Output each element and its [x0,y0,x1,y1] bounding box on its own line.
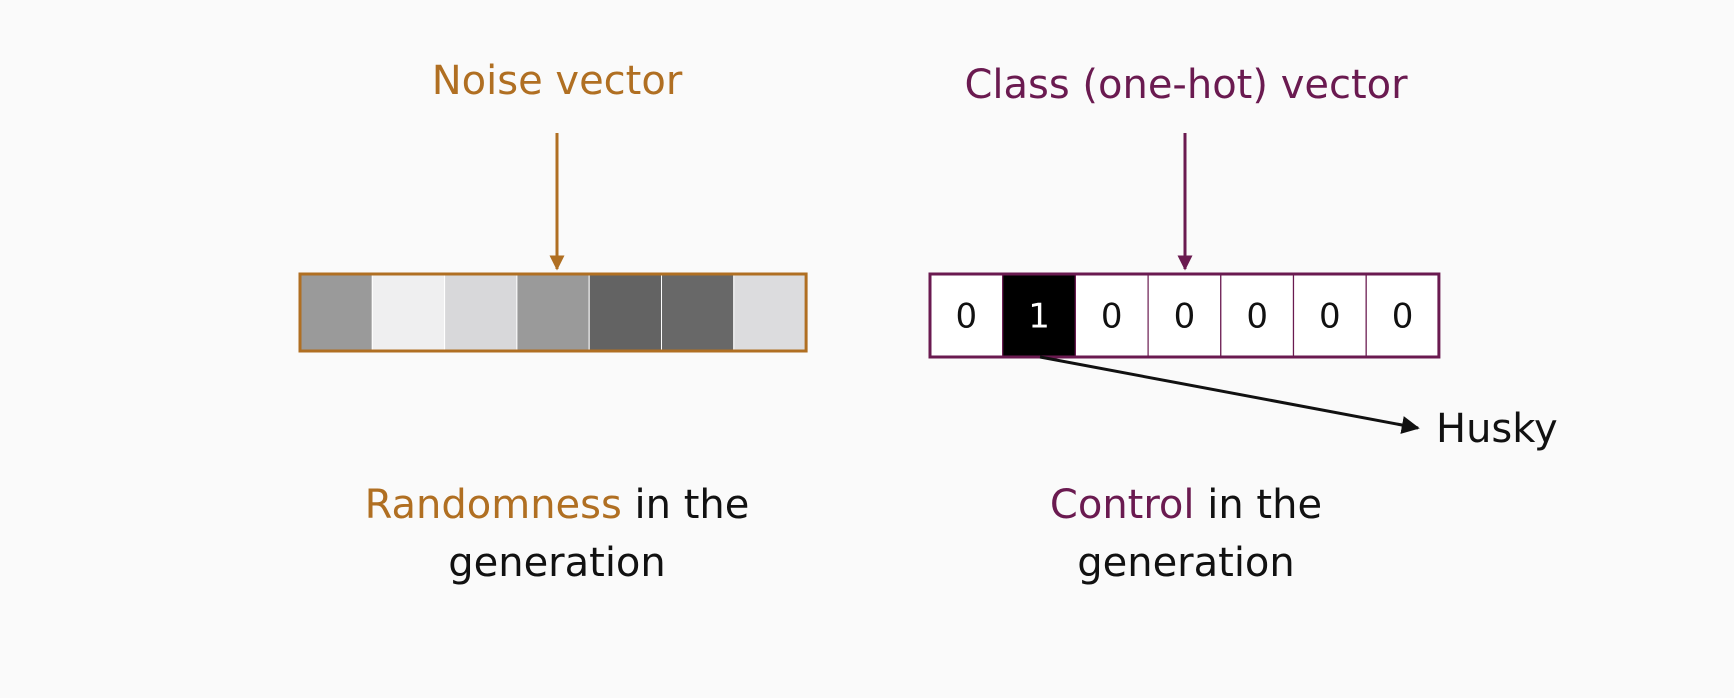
noise-cell [588,273,663,352]
noise-vector-title: Noise vector [432,58,683,104]
class-cell-value: 0 [956,297,978,337]
noise-cell [371,273,446,352]
hot-cell-arrow [1039,355,1420,434]
class-cell-value: 0 [1174,297,1196,337]
noise-vector-border [298,272,808,353]
noise-caption-highlight: Randomness [365,482,622,528]
class-vector-border [928,272,1441,359]
class-cell-value: 0 [1392,297,1414,337]
class-cell-value: 1 [1028,297,1050,337]
noise-caption-line1: Randomness in the [365,482,750,528]
noise-caption-rest: in the [622,482,750,528]
noise-cell [299,273,373,352]
noise-cell [516,273,590,352]
noise-cell [444,273,518,352]
class-vector: 0 1 0 0 0 0 0 [928,272,1441,359]
class-caption-rest: in the [1195,482,1323,528]
class-cell-value: 0 [1246,297,1268,337]
class-cell [1074,273,1149,358]
class-target-label: Husky [1436,406,1558,452]
class-vector-title: Class (one-hot) vector [964,62,1408,108]
class-cell-value: 0 [1101,297,1123,337]
class-cell-value: 0 [1319,297,1341,337]
noise-cell [733,273,807,352]
class-caption-line2: generation [1077,540,1295,586]
class-caption-highlight: Control [1050,482,1195,528]
noise-cell [661,273,735,352]
class-cell [929,273,1004,358]
class-caption-line1: Control in the [1050,482,1322,528]
noise-caption-line2: generation [448,540,666,586]
noise-vector [298,272,808,353]
